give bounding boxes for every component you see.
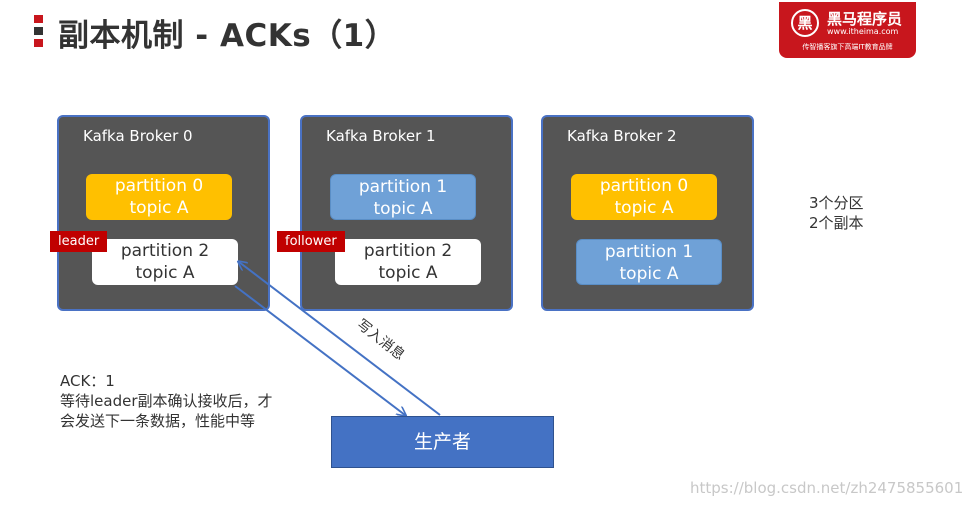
logo-url: www.itheima.com xyxy=(827,27,899,36)
horse-logo-icon: 黑 xyxy=(791,9,819,37)
partition-name: partition 2 xyxy=(120,241,210,261)
partition-name: partition 1 xyxy=(604,242,694,262)
brand-logo: 黑 黑马程序员 www.itheima.com 传智播客旗下高端IT教育品牌 xyxy=(779,2,916,58)
partition-box: partition 0 topic A xyxy=(571,174,717,220)
partition-box: partition 1 topic A xyxy=(576,239,722,285)
partition-box: partition 0 topic A xyxy=(86,174,232,220)
ack-arrow xyxy=(234,285,405,415)
kafka-broker-2: Kafka Broker 2 partition 0 topic A parti… xyxy=(541,115,754,311)
partition-topic: topic A xyxy=(378,263,438,283)
partition-topic: topic A xyxy=(135,263,195,283)
partition-topic: topic A xyxy=(614,198,674,218)
watermark: https://blog.csdn.net/zh2475855601 xyxy=(690,479,963,497)
partition-replica-note: 3个分区 2个副本 xyxy=(809,194,864,232)
partition-name: partition 0 xyxy=(599,176,689,196)
producer-box: 生产者 xyxy=(331,416,554,468)
broker-name: Kafka Broker 0 xyxy=(83,127,193,145)
leader-tag: leader xyxy=(50,231,108,252)
partition-name: partition 2 xyxy=(363,241,453,261)
logo-brand-name: 黑马程序员 xyxy=(827,10,903,28)
follower-tag: follower xyxy=(277,231,345,252)
partition-box: partition 1 topic A xyxy=(330,174,476,220)
broker-name: Kafka Broker 2 xyxy=(567,127,677,145)
partition-box-follower: partition 2 topic A xyxy=(335,239,481,285)
partition-topic: topic A xyxy=(129,198,189,218)
slide-title: 副本机制 - ACKs（1） xyxy=(58,18,397,54)
partition-name: partition 1 xyxy=(358,177,448,197)
logo-slogan: 传智播客旗下高端IT教育品牌 xyxy=(802,43,893,51)
partition-box-leader: partition 2 topic A xyxy=(92,239,238,285)
write-arrow xyxy=(239,262,441,416)
title-accent-bar xyxy=(34,15,43,49)
partition-topic: topic A xyxy=(619,264,679,284)
broker-name: Kafka Broker 1 xyxy=(326,127,436,145)
kafka-broker-0: Kafka Broker 0 partition 0 topic A parti… xyxy=(57,115,270,311)
ack-description: ACK：1 等待leader副本确认接收后，才 会发送下一条数据，性能中等 xyxy=(60,372,273,430)
partition-name: partition 0 xyxy=(114,176,204,196)
partition-topic: topic A xyxy=(373,199,433,219)
kafka-broker-1: Kafka Broker 1 partition 1 topic A parti… xyxy=(300,115,513,311)
